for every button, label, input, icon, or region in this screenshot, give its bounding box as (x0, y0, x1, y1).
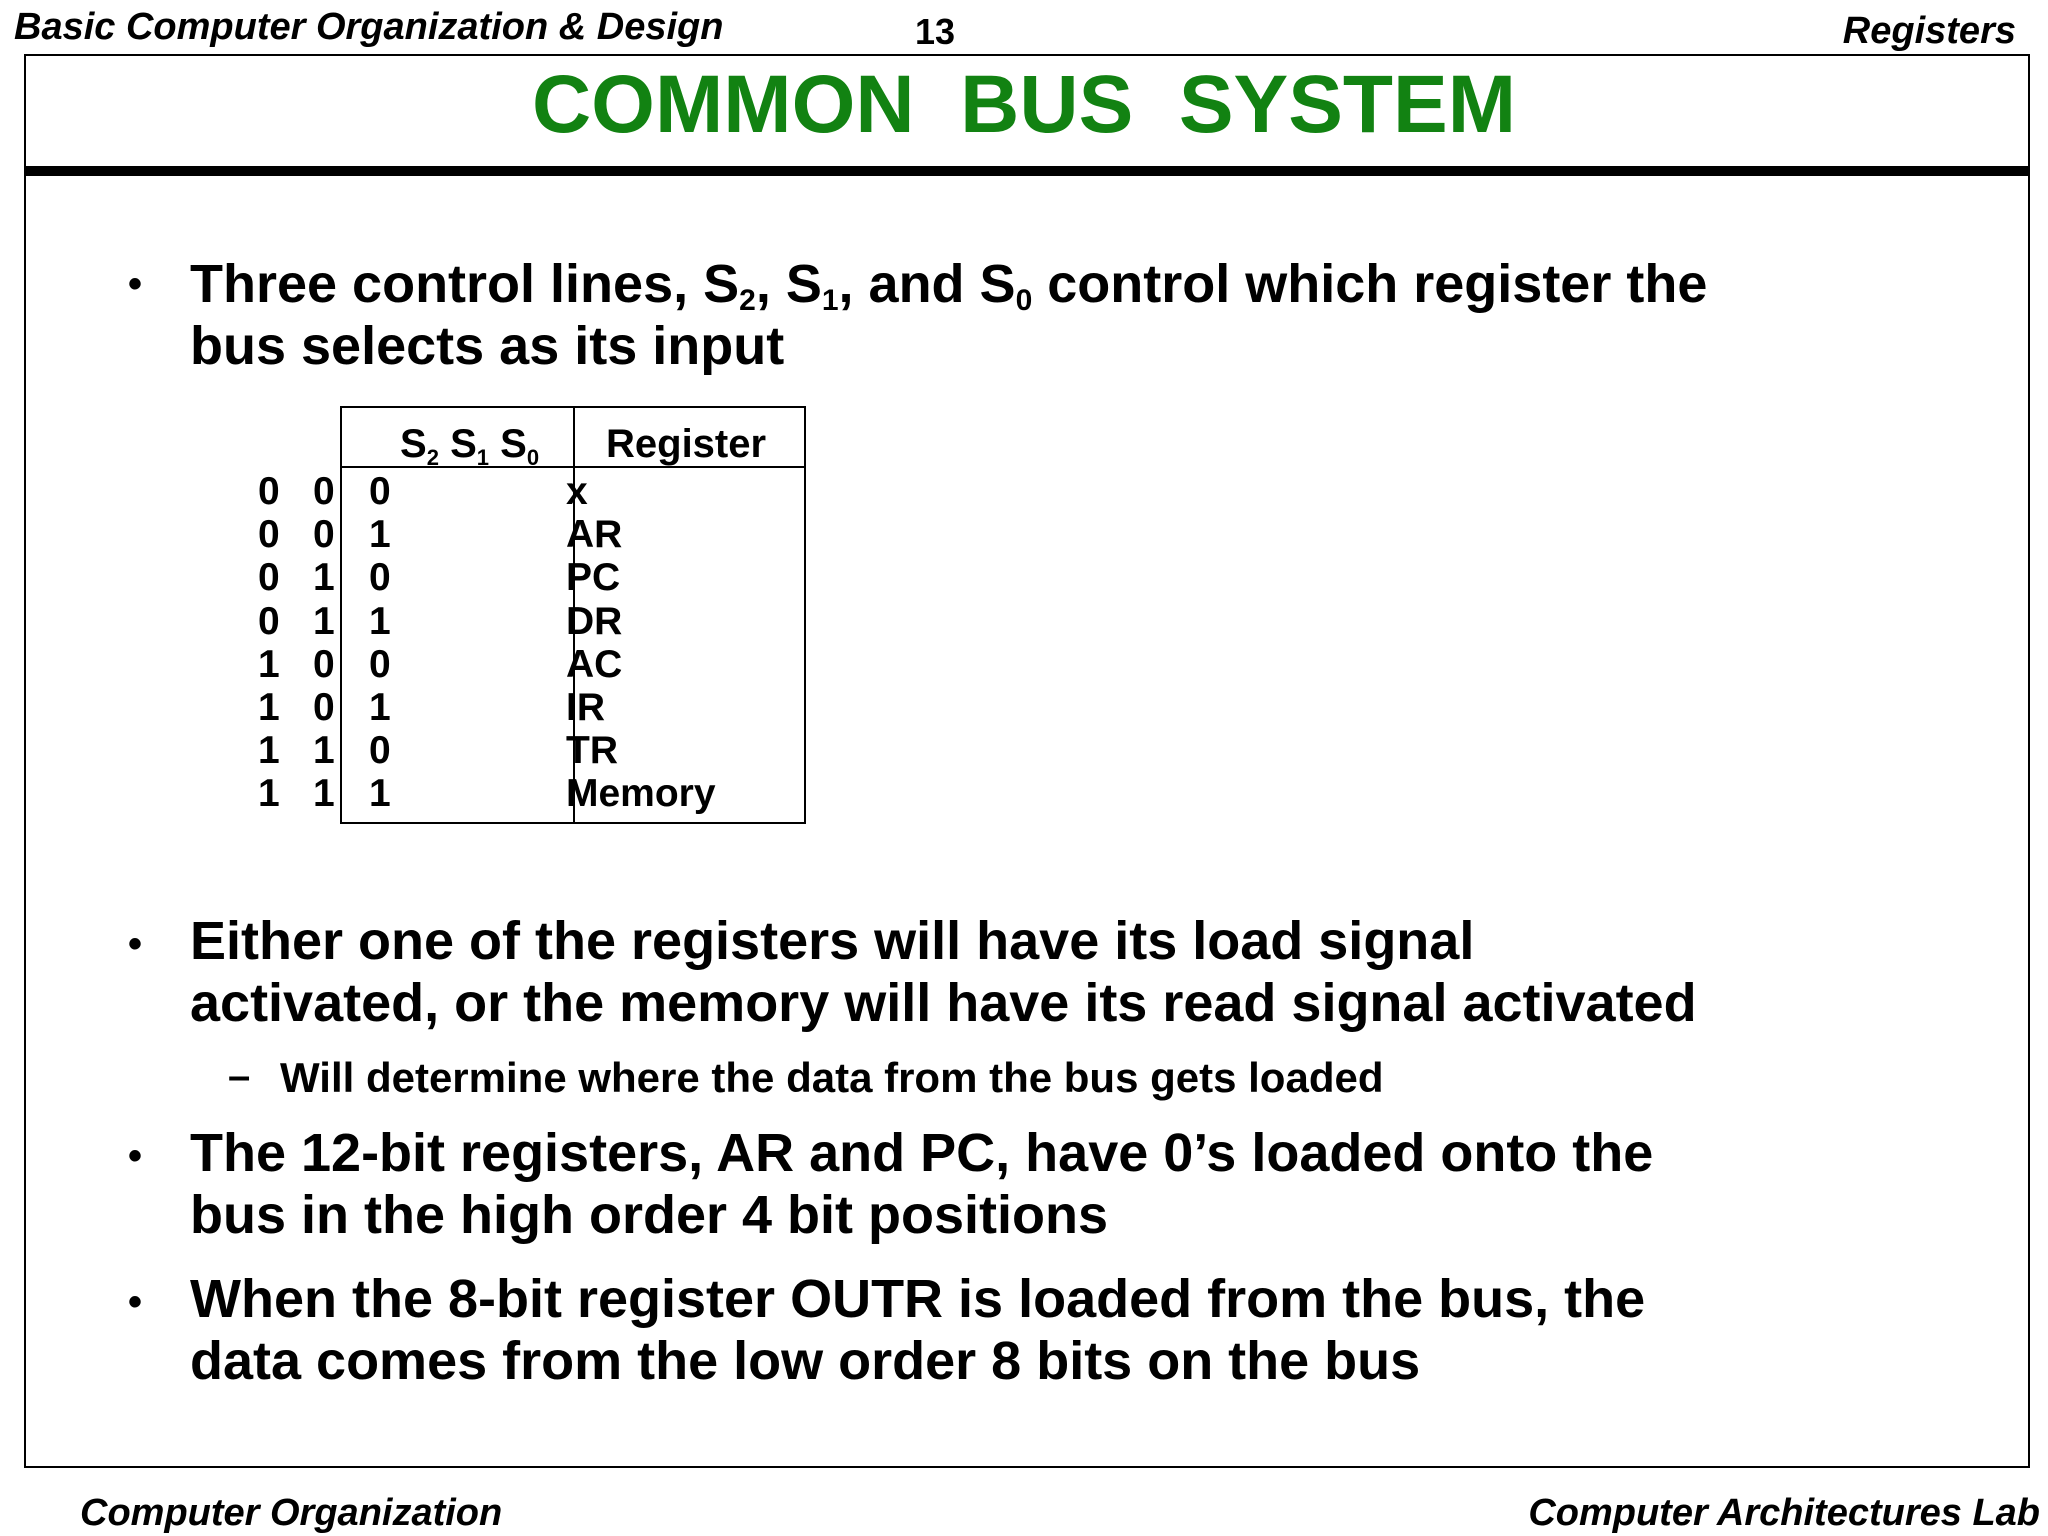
table-cell-s2: 0 (258, 470, 280, 513)
table-cell-register: AR (566, 513, 623, 556)
page-number: 13 (915, 11, 956, 52)
table-cell-register: TR (566, 729, 618, 772)
table-header-register: Register (606, 422, 767, 466)
sub-bullet-text: Will determine where the data from the b… (280, 1054, 1384, 1101)
table-cell-s2: 1 (258, 643, 280, 686)
bullet-marker: • (128, 922, 143, 966)
title-divider (24, 166, 2030, 176)
slide-title: COMMON BUS SYSTEM (531, 59, 1517, 150)
footer-lab-name: Computer Architectures Lab (1528, 1492, 2040, 1534)
bullet-marker: • (128, 1134, 143, 1178)
table-cell-register: x (566, 470, 588, 513)
table-cell-s0: 0 (369, 729, 391, 772)
table-cell-s0: 0 (369, 643, 391, 686)
table-cell-register: DR (566, 600, 623, 643)
bullet-4-line-1: When the 8-bit register OUTR is loaded f… (190, 1269, 1646, 1329)
bullet-2-line-1: Either one of the registers will have it… (190, 911, 1475, 971)
table-cell-s2: 0 (258, 556, 280, 599)
table-cell-s1: 1 (313, 772, 335, 815)
bullet-4-line-2: data comes from the low order 8 bits on … (190, 1331, 1421, 1391)
table-cell-s0: 1 (369, 686, 391, 729)
table-cell-s1: 0 (313, 643, 335, 686)
table-cell-s0: 1 (369, 772, 391, 815)
table-cell-s2: 1 (258, 729, 280, 772)
table-cell-register: PC (566, 556, 621, 599)
table-header-selects: S2 S1 S0 (400, 422, 540, 470)
table-cell-s2: 1 (258, 772, 280, 815)
slide-frame (24, 54, 2030, 1468)
table-cell-s1: 1 (313, 556, 335, 599)
table-cell-s0: 0 (369, 556, 391, 599)
footer-course-name: Computer Organization (80, 1492, 503, 1534)
bullet-marker: • (128, 1280, 143, 1324)
table-cell-register: Memory (566, 772, 716, 815)
table-cell-s1: 1 (313, 600, 335, 643)
table-cell-s0: 1 (369, 600, 391, 643)
table-cell-s1: 0 (313, 686, 335, 729)
table-cell-register: AC (566, 643, 623, 686)
table-cell-s2: 1 (258, 686, 280, 729)
table-cell-register: IR (566, 686, 605, 729)
bullet-marker: • (128, 262, 143, 306)
table-cell-s0: 1 (369, 513, 391, 556)
bullet-3-line-2: bus in the high order 4 bit positions (190, 1185, 1108, 1245)
table-column-divider (573, 406, 575, 824)
bullet-2-line-2: activated, or the memory will have its r… (190, 973, 1697, 1033)
header-section-title: Registers (1842, 10, 2016, 52)
bullet-1-line-2: bus selects as its input (190, 316, 785, 376)
table-cell-s0: 0 (369, 470, 391, 513)
table-cell-s1: 0 (313, 470, 335, 513)
bullet-1-line-1: Three control lines, S2, S1, and S0 cont… (190, 254, 1708, 317)
bullet-3-line-1: The 12-bit registers, AR and PC, have 0’… (190, 1123, 1654, 1183)
table-cell-s2: 0 (258, 513, 280, 556)
table-cell-s1: 1 (313, 729, 335, 772)
table-cell-s2: 0 (258, 600, 280, 643)
sub-bullet-dash: – (228, 1054, 251, 1098)
table-header-divider (340, 466, 806, 468)
header-course-title: Basic Computer Organization & Design (14, 6, 724, 48)
table-cell-s1: 0 (313, 513, 335, 556)
